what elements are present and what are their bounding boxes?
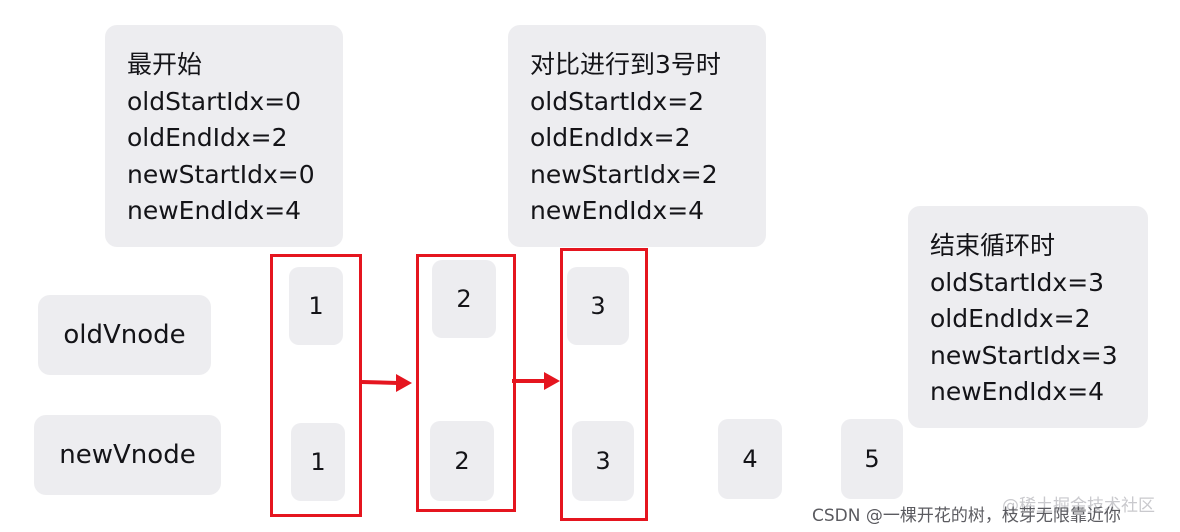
info-line: 最开始 [127,50,203,79]
arrow-1 [361,374,412,392]
info-line: newEndIdx=4 [127,196,302,225]
watermark: CSDN @一棵开花的树，枝芽无限靠近你 [812,506,1121,526]
info-line: 对比进行到3号时 [530,50,721,79]
highlight-frame-3 [560,248,648,521]
new-vnode-label: newVnode [34,415,221,495]
info-line: oldStartIdx=2 [530,86,705,116]
new-node-4: 4 [718,419,782,499]
old-node-3: 3 [567,267,629,345]
info-line: newEndIdx=4 [530,196,705,225]
info-line: oldStartIdx=0 [127,86,302,116]
info-line: oldEndIdx=2 [530,123,691,152]
new-node-1: 1 [291,423,345,501]
new-node-3: 3 [572,421,634,501]
info-line: oldEndIdx=2 [127,123,288,152]
info-box-step3: 对比进行到3号时 oldStartIdx=2 oldEndIdx=2 newSt… [508,25,766,247]
info-box-end: 结束循环时 oldStartIdx=3 oldEndIdx=2 newStart… [908,206,1148,428]
info-line: oldEndIdx=2 [930,304,1091,333]
info-line: newStartIdx=2 [530,159,718,189]
old-node-1: 1 [289,267,343,345]
info-line: newStartIdx=3 [930,340,1118,370]
old-vnode-label: oldVnode [38,295,211,375]
arrow-2 [512,372,560,390]
old-node-2: 2 [432,260,496,338]
info-line: oldStartIdx=3 [930,267,1105,297]
highlight-frame-1 [270,254,362,517]
info-line: 结束循环时 [930,231,1056,260]
info-line: newEndIdx=4 [930,377,1105,406]
new-node-5: 5 [841,419,903,499]
watermark-faint: @稀土掘金技术社区 [1002,496,1155,516]
info-line: newStartIdx=0 [127,159,315,189]
new-node-2: 2 [430,421,494,501]
info-box-start: 最开始 oldStartIdx=0 oldEndIdx=2 newStartId… [105,25,343,247]
